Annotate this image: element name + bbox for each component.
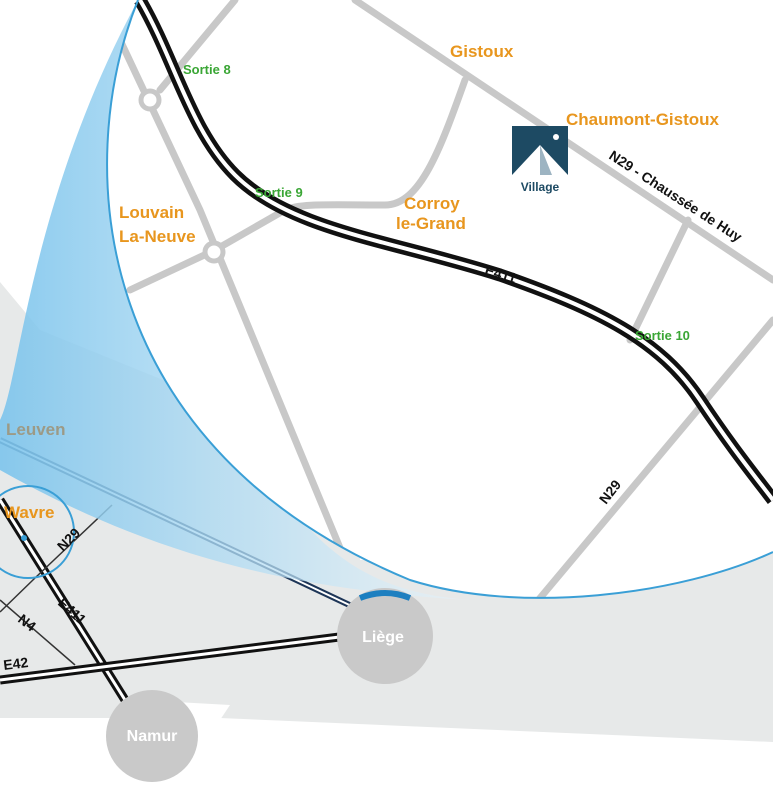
n4-road bbox=[0, 599, 76, 666]
zoom-area-fill bbox=[107, 0, 773, 598]
zoom-area-outline bbox=[106, 0, 773, 599]
wavre-area-circle bbox=[0, 485, 75, 579]
village-logo-icon: Village bbox=[512, 126, 568, 196]
town-chaumont-gistoux: Chaumont-Gistoux bbox=[566, 110, 720, 129]
town-louvain-line1: Louvain bbox=[119, 203, 184, 222]
e411-highway bbox=[134, 0, 773, 504]
namur-label: Namur bbox=[127, 728, 178, 745]
exit-sortie-9: Sortie 9 bbox=[255, 185, 303, 200]
town-leuven: Leuven bbox=[6, 420, 66, 439]
town-gistoux: Gistoux bbox=[450, 42, 514, 61]
sortie-8-interchange bbox=[138, 88, 162, 112]
wavre-dot bbox=[21, 535, 27, 541]
exit-sortie-10: Sortie 10 bbox=[635, 328, 690, 343]
n29-road bbox=[526, 316, 773, 598]
namur-bubble: Namur bbox=[106, 690, 198, 782]
town-wavre: Wavre bbox=[4, 503, 54, 522]
town-louvain-line2: La-Neuve bbox=[119, 227, 196, 246]
exit-labels: Sortie 8 Sortie 9 Sortie 10 bbox=[183, 62, 690, 343]
wavre-link-road bbox=[0, 577, 36, 613]
town-corroy-line2: le-Grand bbox=[396, 214, 466, 233]
exit-sortie-8: Sortie 8 bbox=[183, 62, 231, 77]
liege-label: Liège bbox=[362, 629, 404, 646]
town-corroy-line1: Corroy bbox=[404, 194, 460, 213]
road-label-e42: E42 bbox=[2, 654, 29, 673]
village-logo-text: Village bbox=[521, 180, 560, 194]
town-labels: Gistoux Chaumont-Gistoux Corroy le-Grand… bbox=[4, 42, 720, 522]
sortie-9-interchange bbox=[202, 240, 226, 264]
liege-bubble: Liège bbox=[337, 588, 433, 684]
